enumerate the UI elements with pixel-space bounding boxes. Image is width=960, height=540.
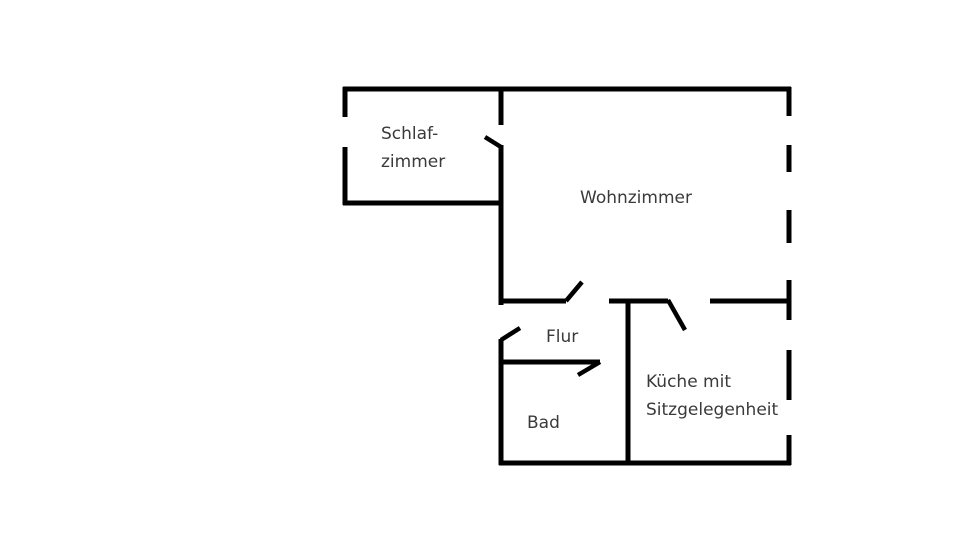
door-schlafzimmer — [483, 135, 503, 149]
room-label-flur: Flur — [546, 327, 579, 347]
room-label-schlafzimmer-line1: Schlaf- — [381, 124, 439, 144]
room-label-kueche: Küche mit Sitzgelegenheit — [646, 368, 778, 424]
door-bad — [576, 360, 602, 377]
door-flur-entrance — [499, 326, 522, 342]
door-wohnzimmer-flur — [564, 280, 584, 303]
room-label-schlafzimmer-line2: zimmer — [381, 152, 446, 172]
room-label-wohnzimmer: Wohnzimmer — [580, 188, 692, 208]
room-label-schlafzimmer: Schlaf- zimmer — [381, 120, 445, 176]
room-label-kueche-line1: Küche mit — [646, 372, 732, 392]
room-label-kueche-line2: Sitzgelegenheit — [646, 400, 779, 420]
door-kueche — [666, 298, 687, 332]
room-label-bad: Bad — [527, 413, 560, 433]
